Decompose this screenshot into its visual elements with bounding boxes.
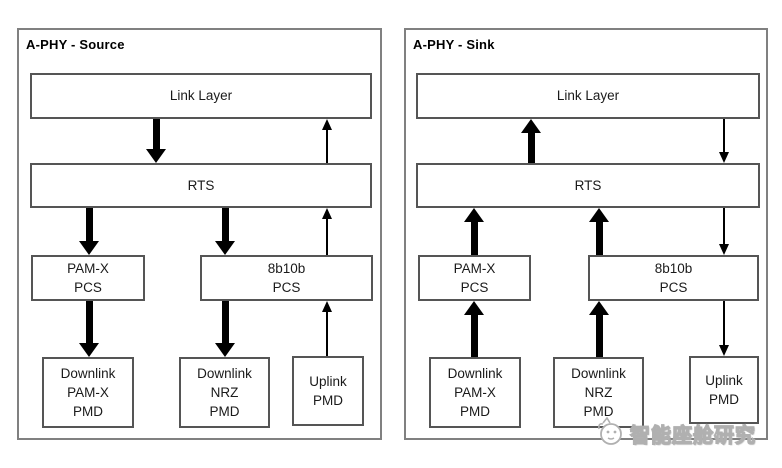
box-downlink-pam-x-pmd: Downlink PAM-X PMD [42,357,134,428]
box-uplink-pmd-label: Uplink PMD [309,373,347,408]
arrow-source-pam-pcs-to-downlink-pam-pmd [79,301,99,357]
arrow-source-8b10b-pcs-to-rts [321,208,333,255]
box-downlink-pam-x-pmd: Downlink PAM-X PMD [429,357,521,428]
arrow-sink-rts-to-8b10b-pcs [718,208,730,255]
arrow-source-rts-to-pam-pcs [79,208,99,255]
box-pam-x-pcs-label: PAM-X PCS [453,260,496,295]
box-8b10b-pcs-label: 8b10b PCS [267,260,306,295]
box-uplink-pmd-label: Uplink PMD [705,372,743,407]
arrow-sink-8b10b-pcs-to-uplink-pmd [718,301,730,356]
arrow-source-linklayer-to-rts [146,119,166,163]
box-rts-label: RTS [574,177,602,193]
box-rts: RTS [30,163,372,208]
box-pam-x-pcs: PAM-X PCS [31,255,145,301]
arrow-source-uplink-pmd-to-8b10b-pcs [321,301,333,356]
box-8b10b-pcs-label: 8b10b PCS [654,260,693,295]
box-pam-x-pcs: PAM-X PCS [418,255,531,301]
box-8b10b-pcs: 8b10b PCS [200,255,373,301]
arrow-source-rts-to-linklayer [321,119,333,163]
panel-aphy-source: A-PHY - Source Link Layer RTS PAM-X PCS … [17,28,382,440]
box-downlink-pam-x-pmd-label: Downlink PAM-X PMD [60,365,116,420]
box-8b10b-pcs: 8b10b PCS [588,255,759,301]
arrow-sink-downlink-pam-pmd-to-pam-pcs [464,301,484,357]
arrow-source-rts-to-8b10b-pcs [215,208,235,255]
box-pam-x-pcs-label: PAM-X PCS [67,260,109,295]
box-downlink-nrz-pmd-label: Downlink NRZ PMD [197,365,252,420]
box-downlink-nrz-pmd: Downlink NRZ PMD [553,357,644,428]
box-link-layer-label: Link Layer [169,88,233,104]
box-rts: RTS [416,163,760,208]
box-link-layer: Link Layer [416,73,760,119]
arrow-source-8b10b-pcs-to-downlink-nrz-pmd [215,301,235,357]
arrow-sink-pam-pcs-to-rts [464,208,484,255]
box-link-layer: Link Layer [30,73,372,119]
arrow-sink-8b10b-pcs-to-rts [589,208,609,255]
box-downlink-nrz-pmd: Downlink NRZ PMD [179,357,270,428]
panel-title-sink: A-PHY - Sink [413,37,495,52]
arrow-sink-linklayer-to-rts [718,119,730,163]
panel-title-source: A-PHY - Source [26,37,125,52]
box-downlink-pam-x-pmd-label: Downlink PAM-X PMD [447,365,503,420]
box-uplink-pmd: Uplink PMD [689,356,759,424]
panel-aphy-sink: A-PHY - Sink Link Layer RTS PAM-X PCS 8b… [404,28,768,440]
box-rts-label: RTS [187,177,215,193]
box-link-layer-label: Link Layer [556,88,620,104]
arrow-sink-downlink-nrz-pmd-to-8b10b-pcs [589,301,609,357]
box-downlink-nrz-pmd-label: Downlink NRZ PMD [571,365,626,420]
arrow-sink-rts-to-linklayer [521,119,541,163]
box-uplink-pmd: Uplink PMD [292,356,364,426]
